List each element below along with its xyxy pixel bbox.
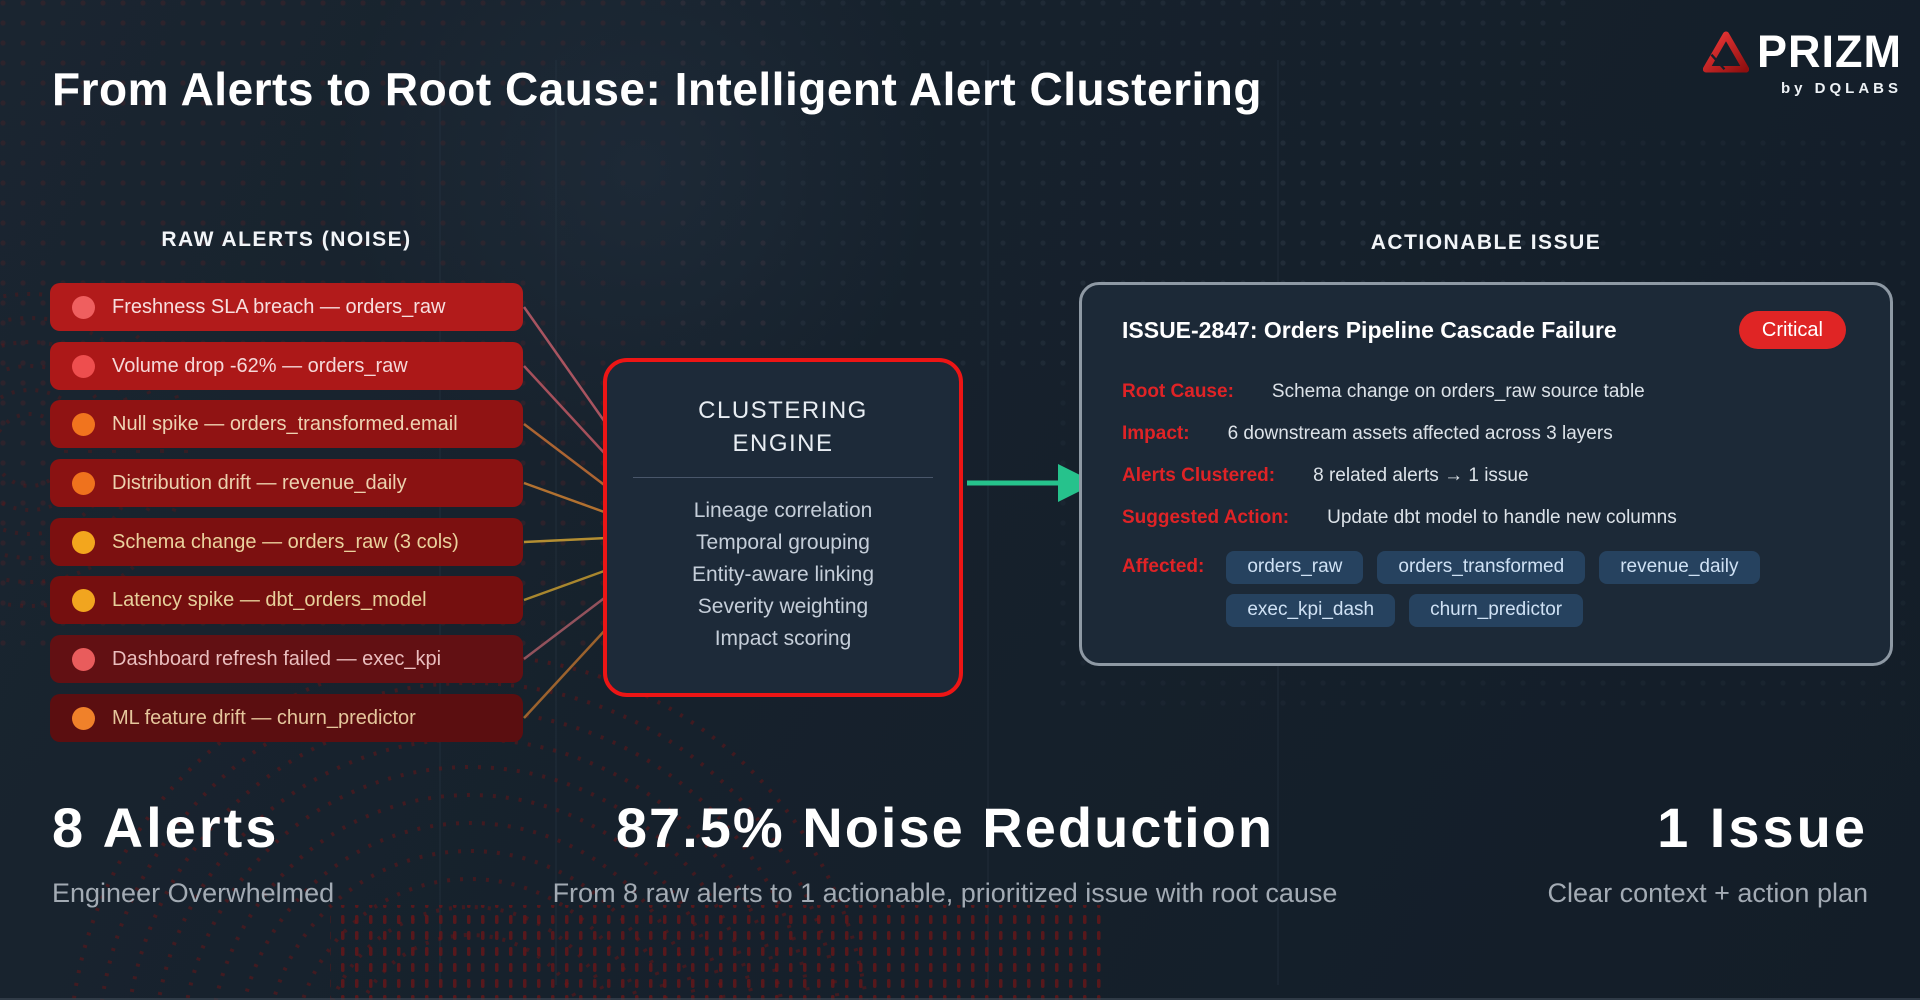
alert-dot bbox=[72, 706, 95, 730]
halftone-band bbox=[330, 905, 1110, 1000]
divider bbox=[633, 477, 933, 478]
alert-pill: Freshness SLA breach — orders_raw bbox=[50, 283, 523, 331]
severity-badge: Critical bbox=[1738, 311, 1846, 349]
stat-value: 8 Alerts bbox=[52, 796, 280, 859]
brand-byline: by DQLABS bbox=[1780, 80, 1902, 97]
field-value: Update dbt model to handle new columns bbox=[1327, 507, 1677, 528]
actionable-issue-heading: ACTIONABLE ISSUE bbox=[1370, 231, 1602, 254]
field-value: 6 downstream assets affected across 3 la… bbox=[1227, 423, 1613, 444]
field-value: Schema change on orders_raw source table bbox=[1271, 381, 1645, 402]
issue-panel: ISSUE-2847: Orders Pipeline Cascade Fail… bbox=[1079, 282, 1893, 666]
bottom-edge-highlight bbox=[0, 998, 1920, 1000]
affected-chip: churn_predictor bbox=[1409, 593, 1584, 627]
affected-chip: orders_transformed bbox=[1377, 551, 1586, 584]
alert-dot bbox=[72, 530, 95, 554]
alert-dot bbox=[72, 412, 95, 436]
stat-issue: 1 Issue Clear context + action plan bbox=[1548, 798, 1868, 910]
field-label: Root Cause: bbox=[1122, 381, 1234, 402]
stat-caption: Clear context + action plan bbox=[1547, 878, 1868, 908]
stat-caption: From 8 raw alerts to 1 actionable, prior… bbox=[552, 878, 1338, 908]
alert-pill: Distribution drift — revenue_daily bbox=[50, 459, 523, 507]
alert-label: Schema change — orders_raw (3 cols) bbox=[112, 530, 459, 553]
alert-pill: Schema change — orders_raw (3 cols) bbox=[50, 518, 523, 566]
issue-field-row: Suggested Action: Update dbt model to ha… bbox=[1122, 507, 1846, 529]
halftone-swirl-left bbox=[0, 292, 188, 608]
field-label: Suggested Action: bbox=[1122, 507, 1290, 528]
stat-alerts: 8 Alerts Engineer Overwhelmed bbox=[52, 798, 334, 910]
issue-field-row: Alerts Clustered: 8 related alerts → 1 i… bbox=[1122, 465, 1846, 487]
alert-label: Dashboard refresh failed — exec_kpi bbox=[112, 647, 442, 670]
affected-label: Affected: bbox=[1122, 556, 1205, 577]
engine-capability: Temporal grouping bbox=[696, 531, 870, 554]
issue-panel-header: ISSUE-2847: Orders Pipeline Cascade Fail… bbox=[1122, 311, 1846, 349]
affected-chips: orders_raw orders_transformed revenue_da… bbox=[1226, 551, 1760, 627]
engine-capability: Entity-aware linking bbox=[691, 563, 875, 586]
prizm-triangle-icon bbox=[1703, 31, 1749, 73]
alert-pill: Dashboard refresh failed — exec_kpi bbox=[50, 635, 523, 683]
stat-caption: Engineer Overwhelmed bbox=[52, 878, 335, 908]
alert-label: Null spike — orders_transformed.email bbox=[112, 412, 458, 435]
stat-value: 87.5% Noise Reduction bbox=[615, 796, 1275, 859]
alert-pill: Latency spike — dbt_orders_model bbox=[50, 576, 523, 624]
alert-dot bbox=[72, 588, 95, 612]
halftone-swirl bbox=[71, 653, 869, 1000]
brand-logo: PRIZM by DQLABS bbox=[1690, 26, 1902, 97]
affected-section: Affected: orders_raw orders_transformed … bbox=[1122, 551, 1846, 627]
clustering-engine-box: CLUSTERING ENGINE Lineage correlation Te… bbox=[603, 358, 963, 697]
alert-dot bbox=[72, 295, 95, 319]
affected-chip: revenue_daily bbox=[1599, 551, 1760, 584]
raw-alerts-heading: RAW ALERTS (NOISE) bbox=[161, 228, 412, 251]
engine-capability: Lineage correlation bbox=[693, 499, 873, 522]
alert-dot bbox=[72, 647, 95, 671]
page-title: From Alerts to Root Cause: Intelligent A… bbox=[52, 63, 1262, 115]
stat-value: 1 Issue bbox=[1657, 796, 1868, 859]
alert-pill: Volume drop -62% — orders_raw bbox=[50, 342, 523, 390]
engine-capability: Impact scoring bbox=[714, 627, 852, 650]
engine-capability: Severity weighting bbox=[697, 595, 869, 618]
alert-pill: ML feature drift — churn_predictor bbox=[50, 694, 523, 742]
issue-fields: Root Cause: Schema change on orders_raw … bbox=[1122, 381, 1846, 529]
issue-field-row: Impact: 6 downstream assets affected acr… bbox=[1122, 423, 1846, 445]
engine-capabilities: Lineage correlation Temporal grouping En… bbox=[607, 495, 959, 655]
alert-label: Volume drop -62% — orders_raw bbox=[112, 354, 408, 377]
alert-label: Distribution drift — revenue_daily bbox=[112, 471, 407, 494]
affected-chip: exec_kpi_dash bbox=[1226, 593, 1396, 627]
stat-noise-reduction: 87.5% Noise Reduction From 8 raw alerts … bbox=[280, 798, 1610, 910]
brand-name: PRIZM bbox=[1757, 26, 1902, 77]
field-label: Impact: bbox=[1122, 423, 1190, 444]
alert-label: ML feature drift — churn_predictor bbox=[112, 706, 416, 729]
alert-dot bbox=[72, 354, 95, 378]
issue-title: ISSUE-2847: Orders Pipeline Cascade Fail… bbox=[1122, 316, 1617, 343]
issue-field-row: Root Cause: Schema change on orders_raw … bbox=[1122, 381, 1846, 403]
field-label: Alerts Clustered: bbox=[1122, 465, 1276, 486]
flow-arrow bbox=[967, 464, 1096, 502]
field-value: 8 related alerts → 1 issue bbox=[1313, 465, 1529, 486]
alert-dot bbox=[72, 471, 95, 495]
alert-label: Freshness SLA breach — orders_raw bbox=[112, 295, 446, 318]
engine-title: CLUSTERING ENGINE bbox=[698, 397, 868, 457]
alert-pill: Null spike — orders_transformed.email bbox=[50, 400, 523, 448]
affected-chip: orders_raw bbox=[1226, 551, 1364, 584]
alert-label: Latency spike — dbt_orders_model bbox=[112, 588, 427, 611]
